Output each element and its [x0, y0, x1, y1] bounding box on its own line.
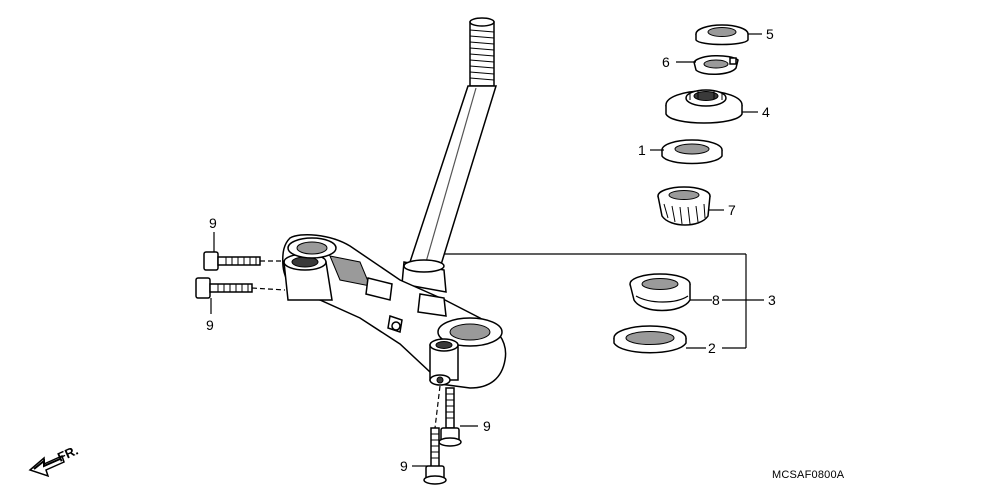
front-direction-arrow-icon [28, 454, 65, 478]
bolt-bottom-lower[interactable] [423, 385, 447, 485]
part-lower-dust-seal[interactable] [613, 325, 687, 354]
part-adjust-nut[interactable] [665, 89, 743, 124]
part-lower-bearing[interactable] [629, 273, 691, 312]
callout-7: 7 [728, 202, 736, 218]
callout-5: 5 [766, 26, 774, 42]
callout-3: 3 [768, 292, 776, 308]
part-lock-washer[interactable] [693, 55, 739, 75]
lower-bridge[interactable] [282, 233, 507, 389]
part-lock-nut[interactable] [695, 24, 749, 46]
callout-9-upper-left: 9 [209, 215, 217, 231]
bolt-upper-left[interactable] [203, 251, 285, 271]
bolt-bottom-upper[interactable] [438, 387, 462, 447]
callout-1: 1 [638, 142, 646, 158]
callout-2: 2 [708, 340, 716, 356]
callout-6: 6 [662, 54, 670, 70]
callout-8: 8 [712, 292, 720, 308]
part-dust-seal[interactable] [661, 139, 723, 165]
callout-9-lower-left: 9 [206, 317, 214, 333]
callout-9-bottom-right: 9 [483, 418, 491, 434]
front-direction-label: FR. [55, 443, 80, 465]
part-upper-bearing[interactable] [657, 186, 711, 226]
leader-lines [210, 33, 764, 467]
callout-9-bottom-left: 9 [400, 458, 408, 474]
diagram-code: MCSAF0800A [772, 469, 845, 481]
bolt-lower-left[interactable] [195, 277, 286, 299]
steering-stem[interactable] [401, 17, 498, 293]
callout-4: 4 [762, 104, 770, 120]
